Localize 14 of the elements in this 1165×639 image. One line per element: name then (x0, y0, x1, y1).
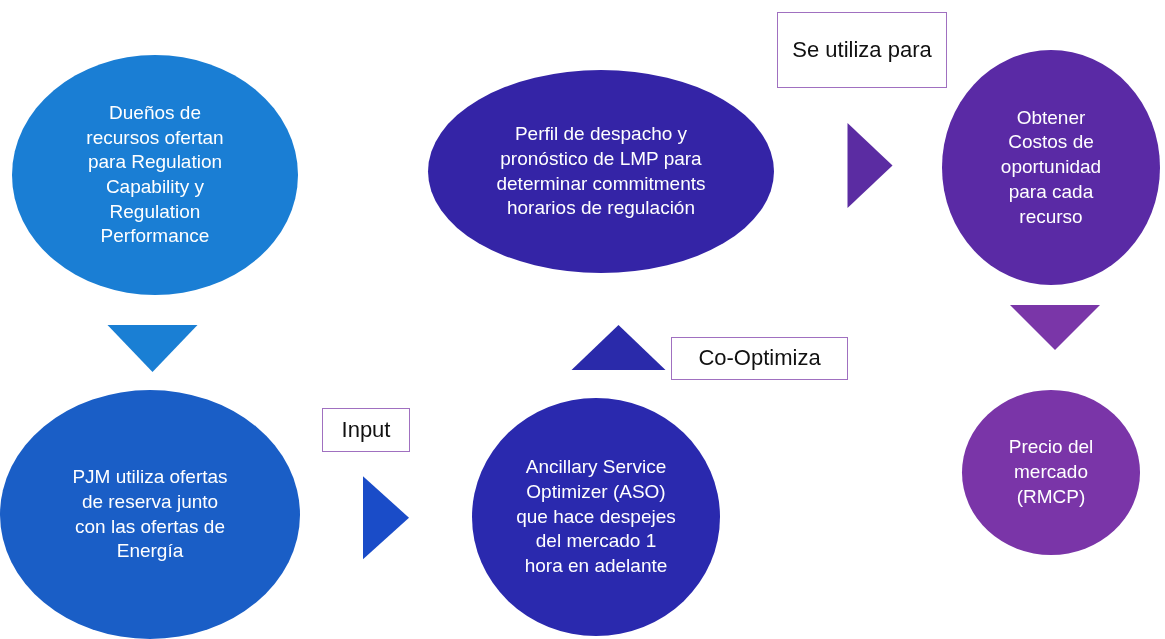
edge-label: Se utiliza para (777, 12, 947, 88)
node-text: Dueños de recursos ofertan para Regulation Capability y Regulation Performance (85, 100, 225, 249)
node-text: PJM utiliza ofertas de reserva junto con las ofertas de Energía (71, 465, 229, 564)
chevron-arrow (363, 476, 409, 560)
node-text: Obtener Costos de oportunidad para cada recurso (999, 105, 1103, 229)
chevron-arrow (107, 325, 198, 372)
edge-label: Co-Optimiza (671, 337, 848, 380)
node-text: Perfil de despacho y pronóstico de LMP para determinar commitments horarios de regulación (495, 122, 707, 221)
node-text: Precio del mercado (RMCP) (1007, 435, 1095, 509)
edge-label: Input (322, 408, 410, 452)
node-text: Ancillary Service Optimizer (ASO) que hace despejes del mercado 1 hora en adelante (516, 455, 676, 579)
chevron-arrow (571, 325, 666, 370)
chevron-arrow (847, 123, 893, 208)
chevron-arrow (1010, 305, 1100, 350)
